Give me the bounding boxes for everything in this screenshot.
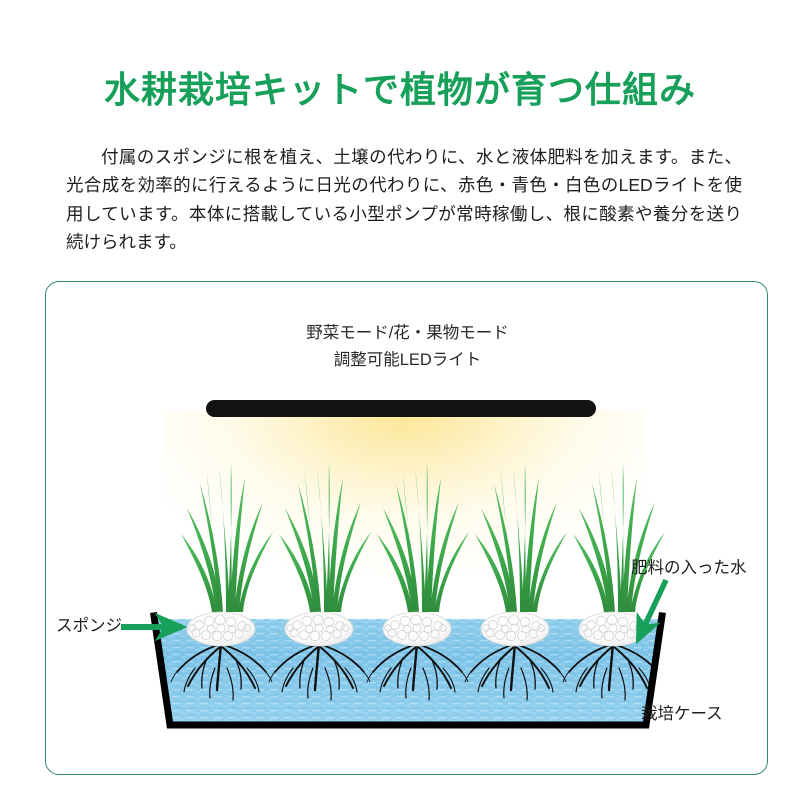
led-light-bar bbox=[206, 400, 596, 417]
led-caption-line-2: 調整可能LEDライト bbox=[333, 350, 482, 369]
plant-cluster bbox=[573, 462, 665, 612]
sponge-puck bbox=[578, 611, 648, 647]
diagram-panel: 野菜モード/花・果物モード 調整可能LEDライト bbox=[45, 281, 768, 775]
label-cultivation-case: 栽培ケース bbox=[641, 705, 723, 723]
sponge-puck bbox=[382, 611, 452, 647]
body-paragraph: 付属のスポンジに根を植え、土壌の代わりに、水と液体肥料を加えます。また、光合成を… bbox=[66, 147, 742, 253]
plant-cluster bbox=[475, 462, 567, 612]
sponge-puck bbox=[284, 611, 354, 647]
plant-cluster bbox=[181, 462, 273, 612]
plant-cluster-group bbox=[181, 462, 665, 612]
water-arrow bbox=[635, 578, 669, 645]
page-title: 水耕栽培キットで植物が育つ仕組み bbox=[103, 69, 696, 110]
sponge-puck bbox=[186, 611, 256, 647]
label-nutrient-water: 肥料の入った水 bbox=[631, 559, 747, 577]
cultivation-case-outline bbox=[150, 612, 666, 729]
sponge-group bbox=[186, 611, 648, 647]
led-caption-line-1: 野菜モード/花・果物モード bbox=[306, 324, 509, 342]
callout-arrows bbox=[121, 578, 669, 645]
led-caption: 野菜モード/花・果物モード 調整可能LEDライト bbox=[46, 320, 767, 373]
water-body bbox=[154, 619, 662, 723]
sponge-puck bbox=[480, 611, 550, 647]
plant-cluster bbox=[279, 462, 371, 612]
label-sponge: スポンジ bbox=[56, 617, 122, 635]
plant-cluster bbox=[377, 462, 469, 612]
